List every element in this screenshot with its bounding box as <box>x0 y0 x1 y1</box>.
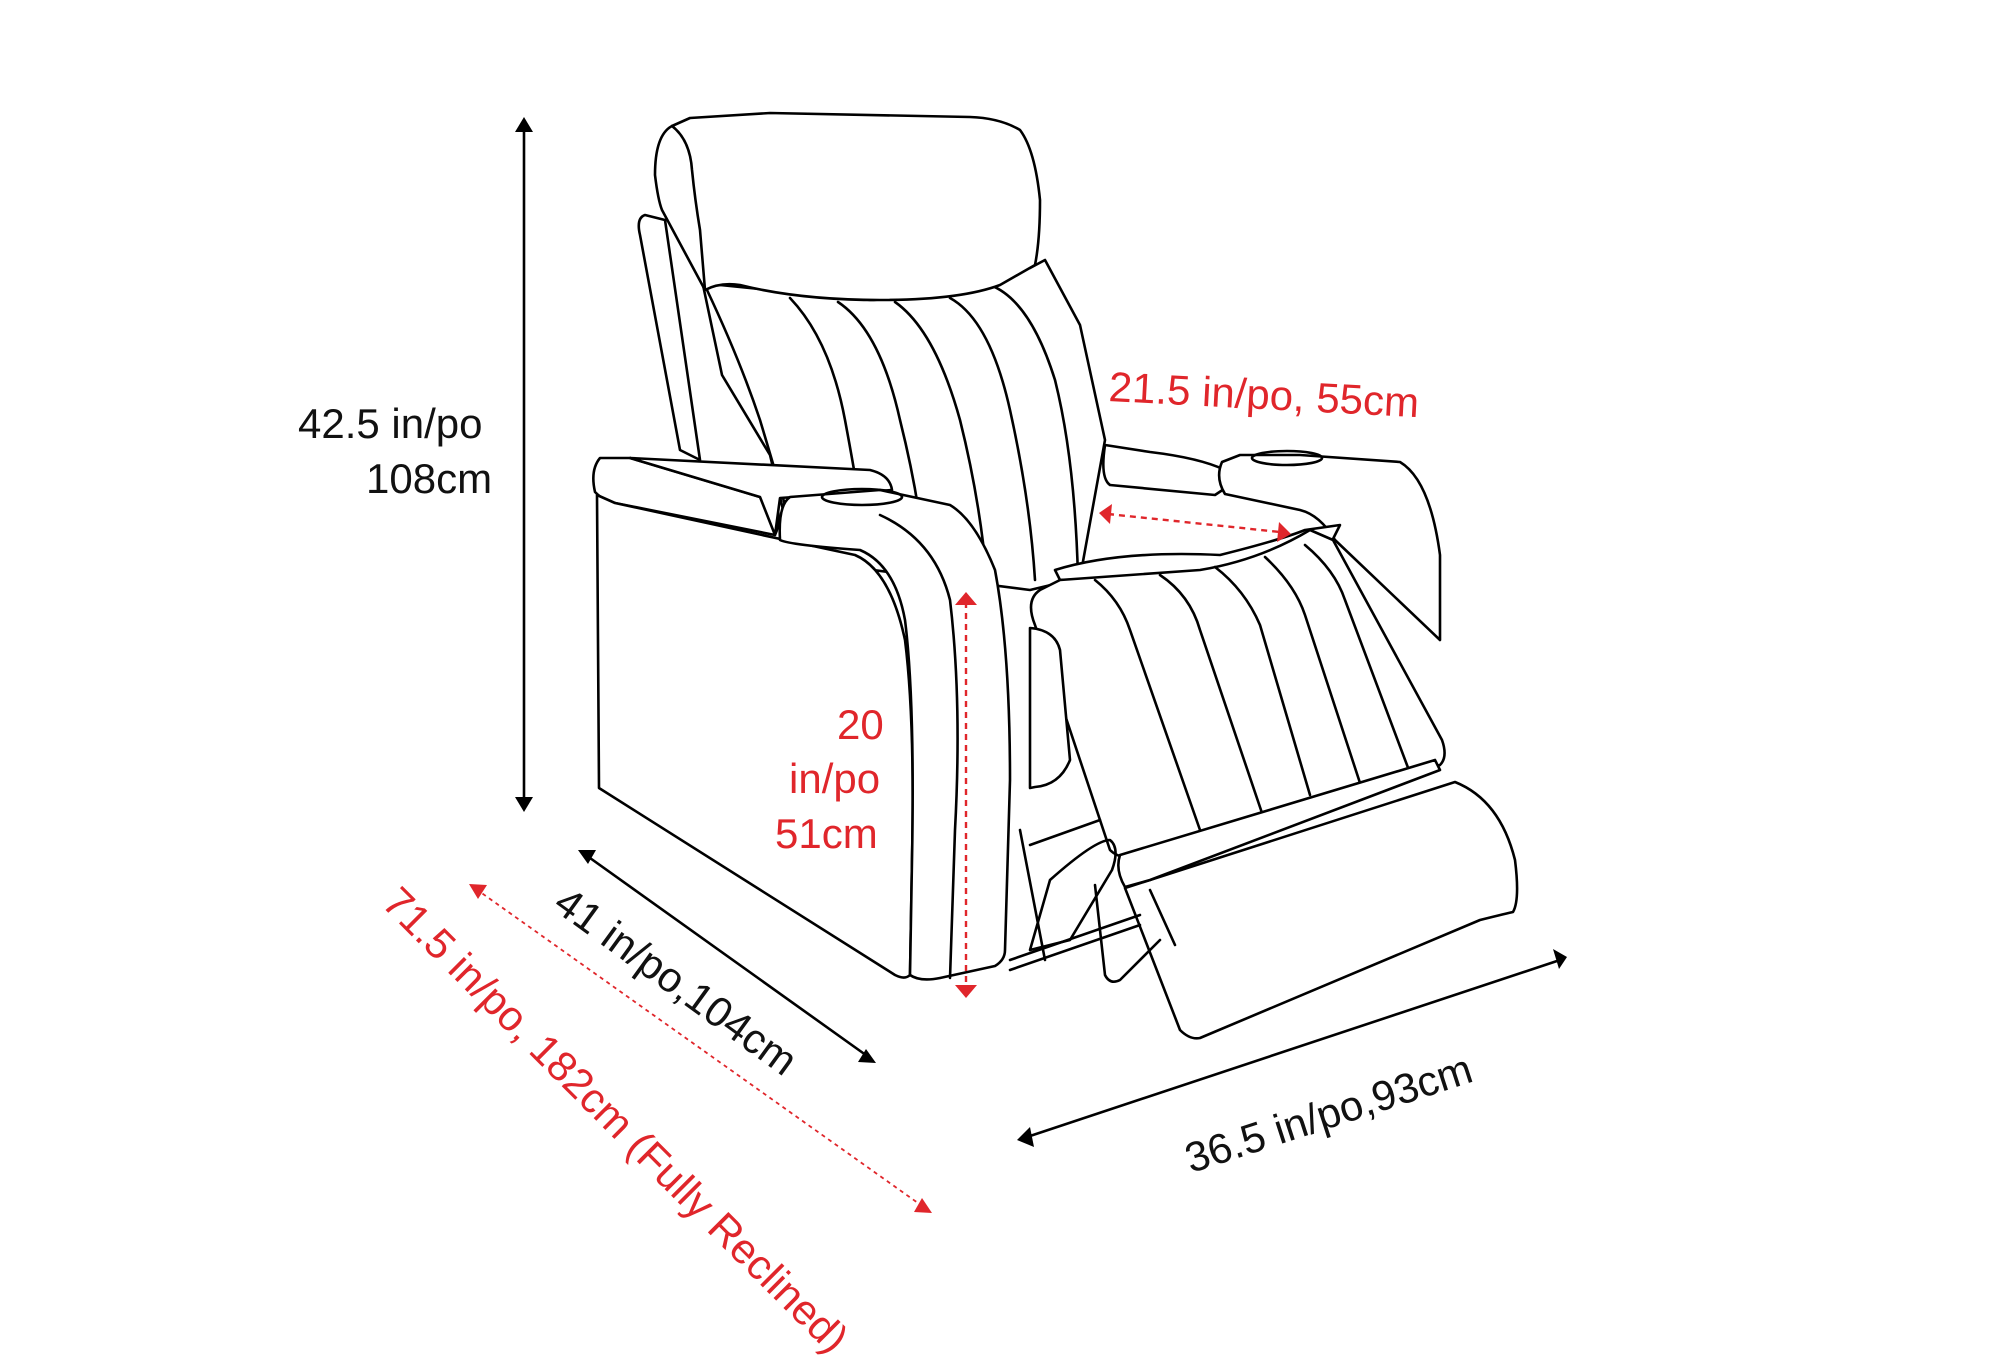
headrest <box>653 111 1042 302</box>
seat-height-label-cm: 51cm <box>775 810 878 857</box>
legrest-channels <box>1093 543 1412 832</box>
recliner-chair-illustration <box>592 111 1519 1040</box>
footrest-support <box>1117 758 1442 889</box>
height-label-inches: 42.5 in/po <box>298 400 483 447</box>
rear-back-frame <box>637 213 702 462</box>
left-armrest-pad-front <box>628 456 894 537</box>
seat-width-dimension-arrow <box>1099 504 1291 542</box>
recline-mechanism <box>1008 818 1177 983</box>
height-label-cm: 108cm <box>366 455 493 502</box>
right-armrest-far <box>1102 443 1232 497</box>
seat-height-label-value: 20 <box>837 701 884 748</box>
legrest-upper <box>1029 528 1446 858</box>
depth-dimension-arrow <box>578 850 876 1063</box>
recliner-dimension-drawing <box>469 111 1567 1213</box>
footrest-panel <box>1123 780 1519 1040</box>
inner-seat-frame <box>1028 626 1072 790</box>
reclined-depth-dimension-arrow <box>469 884 932 1213</box>
right-cupholder <box>1250 449 1324 467</box>
left-console-inner-seam <box>878 513 959 980</box>
width-dimension-arrow <box>1017 949 1567 1147</box>
seat-height-dimension-arrow <box>955 592 977 998</box>
dimension-lines <box>469 117 1567 1213</box>
headrest-side-seam <box>670 124 707 292</box>
left-cupholder <box>820 487 904 507</box>
seat-height-label-unit: in/po <box>789 755 881 802</box>
height-dimension-arrow <box>515 117 533 812</box>
